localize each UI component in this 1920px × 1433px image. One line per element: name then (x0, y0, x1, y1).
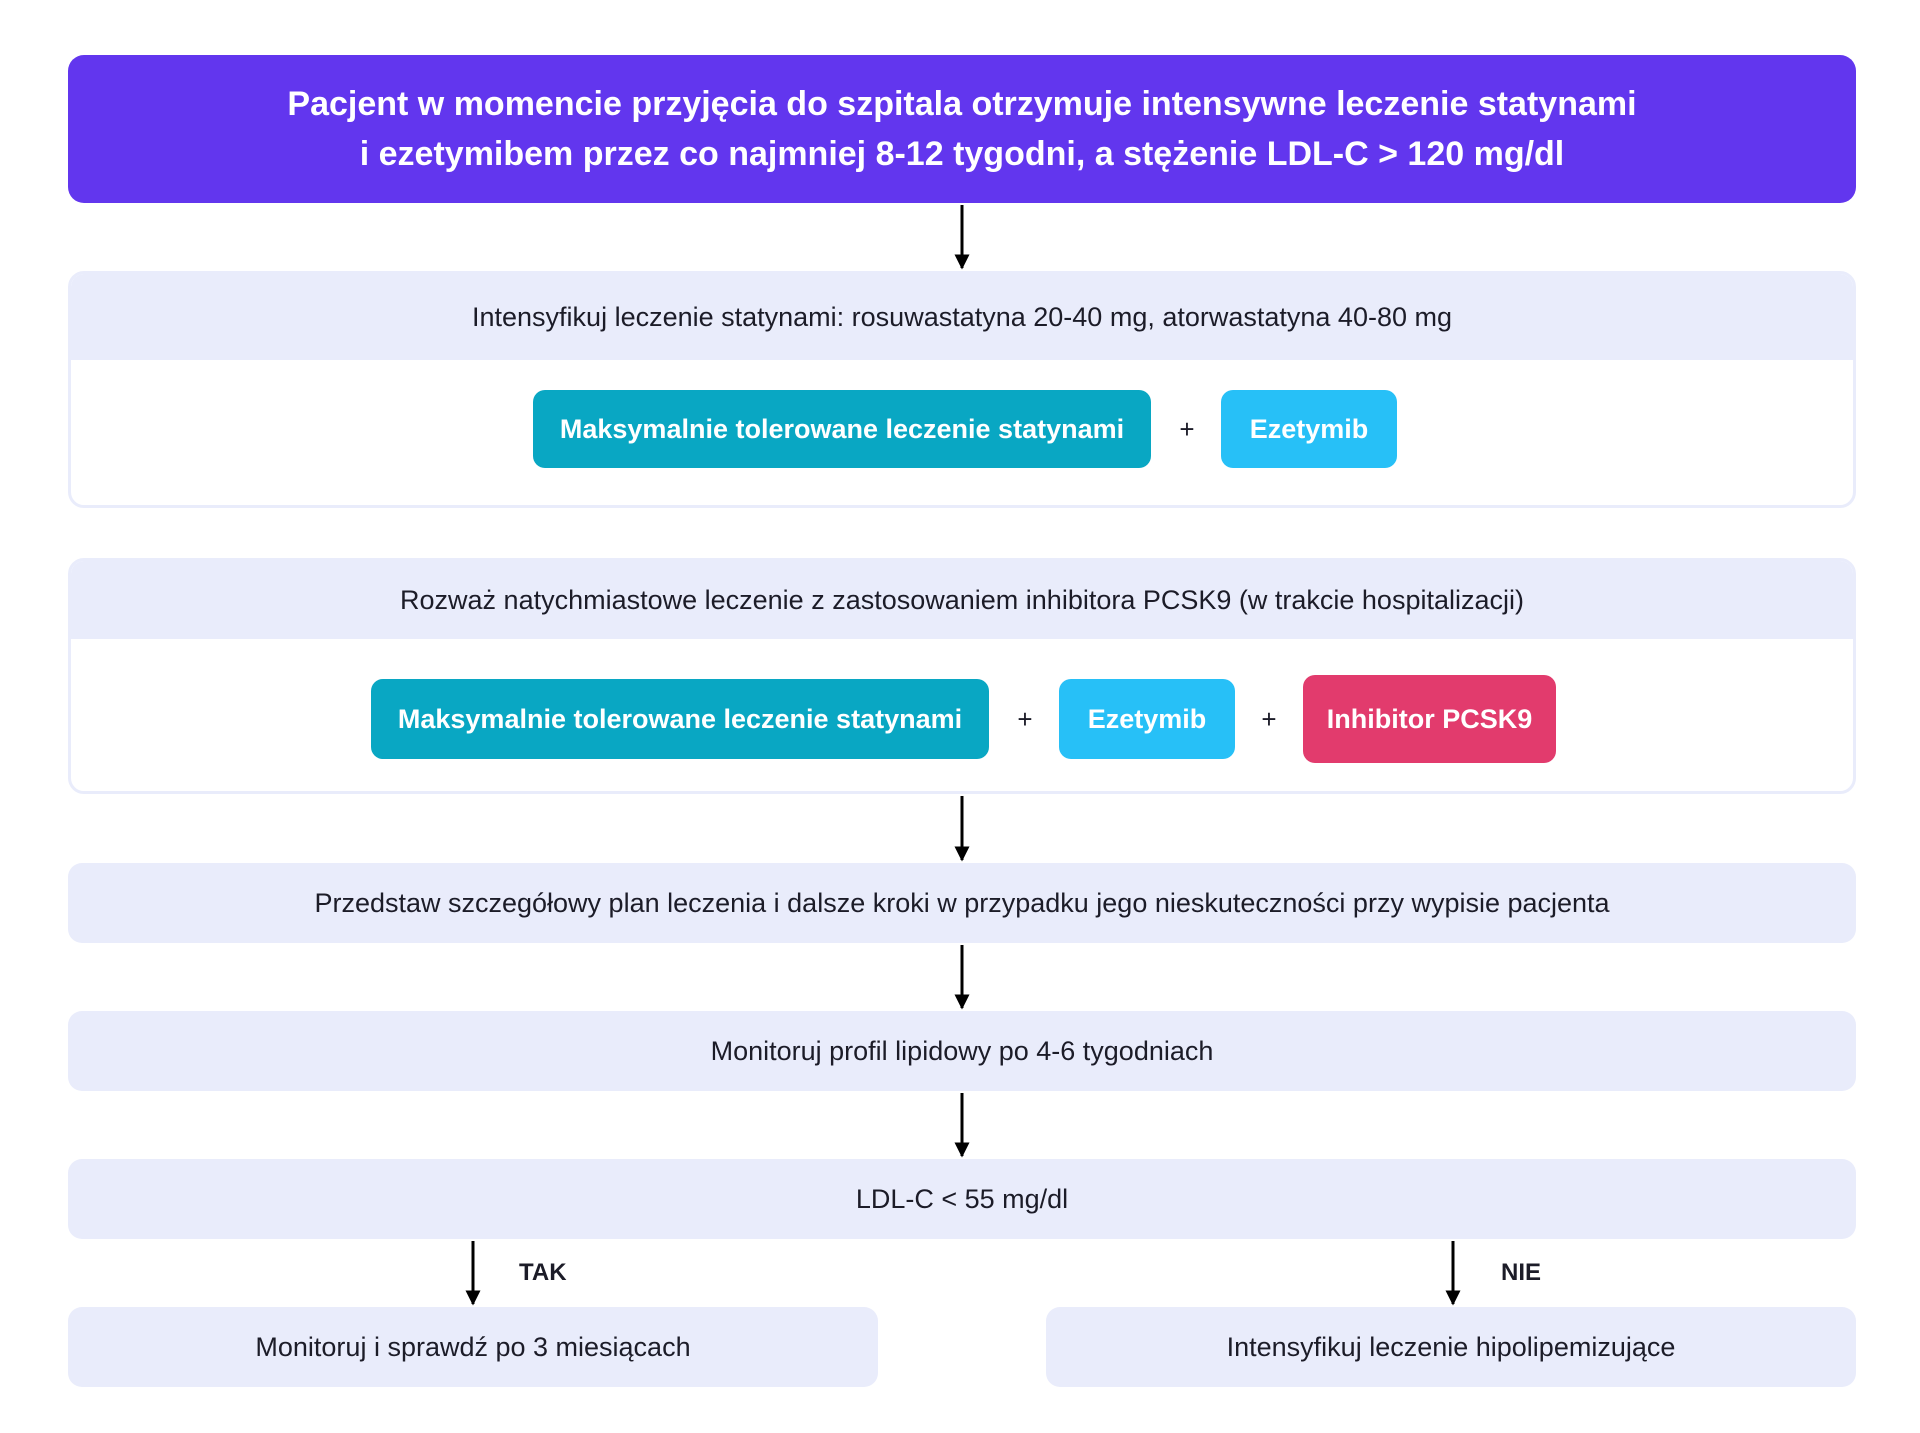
admission-criteria-box: Pacjent w momencie przyjęcia do szpitala… (68, 55, 1856, 203)
statin-intensification-title: Intensyfikuj leczenie statynami: rosuwas… (71, 274, 1853, 360)
plus-sign: + (1017, 703, 1033, 734)
admission-criteria-line-1: Pacjent w momencie przyjęcia do szpitala… (287, 85, 1637, 123)
lipid-monitoring-box: Monitoruj profil lipidowy po 4-6 tygodni… (68, 1011, 1856, 1091)
ldl-decision-box: LDL-C < 55 mg/dl (68, 1159, 1856, 1239)
statin-intensification-panel: Intensyfikuj leczenie statynami: rosuwas… (68, 271, 1856, 508)
max-tolerated-statin-pill: Maksymalnie tolerowane leczenie statynam… (533, 390, 1151, 468)
yes-outcome-box: Monitoruj i sprawdź po 3 miesiącach (68, 1307, 878, 1387)
max-tolerated-statin-pill: Maksymalnie tolerowane leczenie statynam… (371, 679, 989, 759)
ezetimibe-pill: Ezetymib (1221, 390, 1397, 468)
pcsk9-inhibitor-pill: Inhibitor PCSK9 (1303, 675, 1556, 763)
admission-criteria-line-2: i ezetymibem przez co najmniej 8-12 tygo… (359, 135, 1565, 173)
plus-sign: + (1179, 413, 1195, 444)
plus-sign: + (1261, 703, 1277, 734)
ezetimibe-pill: Ezetymib (1059, 679, 1235, 759)
no-label: NIE (1501, 1259, 1542, 1286)
no-outcome-box: Intensyfikuj leczenie hipolipemizujące (1046, 1307, 1856, 1387)
yes-label: TAK (519, 1259, 567, 1286)
pcsk9-consideration-panel: Rozważ natychmiastowe leczenie z zastoso… (68, 558, 1856, 794)
pcsk9-consideration-title: Rozważ natychmiastowe leczenie z zastoso… (71, 561, 1853, 639)
discharge-plan-box: Przedstaw szczegółowy plan leczenia i da… (68, 863, 1856, 943)
